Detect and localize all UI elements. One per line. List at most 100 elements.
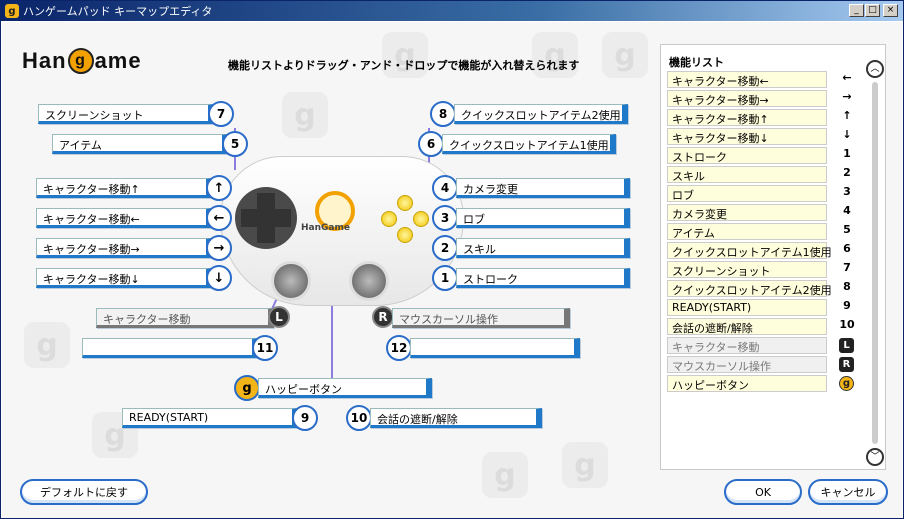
list-item-label: クイックスロットアイテム2使用 xyxy=(667,280,832,297)
list-item[interactable]: キャラクター移動←← xyxy=(667,71,867,88)
slot-move-left[interactable]: キャラクター移動← xyxy=(36,208,212,228)
slot-right-stick[interactable]: マウスカーソル操作 xyxy=(392,308,570,328)
list-item-label: ストローク xyxy=(667,147,827,164)
list-item[interactable]: スキル 2 xyxy=(667,166,867,183)
arrow-up-icon: ↑ xyxy=(206,175,232,201)
scroll-up-button[interactable]: ︿ xyxy=(866,60,884,78)
list-item[interactable]: キャラクター移動→→ xyxy=(667,90,867,107)
watermark-icon: g xyxy=(602,32,648,78)
slot-happy-button[interactable]: ハッピーボタン xyxy=(258,378,432,398)
list-item-label: スキル xyxy=(667,166,827,183)
window-title: ハンゲームパッド キーマップエディタ xyxy=(23,5,213,18)
gamepad-illustration: HanGame xyxy=(220,156,464,306)
list-item-value: 7 xyxy=(843,261,851,274)
slot-move-up[interactable]: キャラクター移動↑ xyxy=(36,178,212,198)
slot-number-3: 3 xyxy=(432,205,458,231)
list-item-label: キャラクター移動← xyxy=(667,71,827,88)
slot-lob[interactable]: ロブ xyxy=(456,208,630,228)
restore-default-button[interactable]: デフォルトに戻す xyxy=(20,479,148,505)
list-item-label: スクリーンショット xyxy=(667,261,827,278)
title-bar[interactable]: g ハンゲームパッド キーマップエディタ _ □ × xyxy=(1,1,903,21)
l-badge-icon: L xyxy=(839,338,854,353)
slot-move-right[interactable]: キャラクター移動→ xyxy=(36,238,212,258)
r-badge-icon: R xyxy=(372,306,394,328)
list-item[interactable]: マウスカーソル操作 R xyxy=(667,356,867,373)
sidebar-scrollbar[interactable]: ︿ ﹀ xyxy=(866,60,884,466)
happy-g-icon: g xyxy=(234,375,260,401)
slot-12[interactable] xyxy=(410,338,580,358)
arrow-down-icon: ↓ xyxy=(842,128,852,141)
close-button[interactable]: × xyxy=(883,4,898,17)
list-item-label: ハッピーボタン xyxy=(667,375,827,392)
list-item[interactable]: キャラクター移動↓ ↓ xyxy=(667,128,867,145)
list-item-value: 9 xyxy=(843,299,851,312)
happy-g-icon: g xyxy=(839,376,854,391)
slot-ready-start[interactable]: READY(START) xyxy=(122,408,298,428)
cancel-button[interactable]: キャンセル xyxy=(808,479,888,505)
hangame-app-icon: g xyxy=(5,4,19,18)
list-item[interactable]: キャラクター移動↑↑ xyxy=(667,109,867,126)
list-item[interactable]: ロブ 3 xyxy=(667,185,867,202)
face-button-graphic xyxy=(397,227,413,243)
list-item[interactable]: READY(START) 9 xyxy=(667,299,867,316)
slot-quickslot-1[interactable]: クイックスロットアイテム1使用 xyxy=(442,134,616,154)
maximize-button[interactable]: □ xyxy=(865,4,880,17)
face-button-graphic xyxy=(397,195,413,211)
slot-number-8: 8 xyxy=(430,101,456,127)
slot-quickslot-2[interactable]: クイックスロットアイテム2使用 xyxy=(454,104,628,124)
minimize-button[interactable]: _ xyxy=(849,4,864,17)
logo-text-pre: Han xyxy=(22,48,67,73)
list-item-value: 4 xyxy=(843,204,851,217)
list-item-label: ロブ xyxy=(667,185,827,202)
list-item[interactable]: クイックスロットアイテム1使用 6 xyxy=(667,242,867,259)
slot-11[interactable] xyxy=(82,338,258,358)
list-item-label: クイックスロットアイテム1使用 xyxy=(667,242,832,259)
connector-line xyxy=(331,226,333,386)
list-item-value: 5 xyxy=(843,223,851,236)
ok-button[interactable]: OK xyxy=(724,479,802,505)
list-item-label: READY(START) xyxy=(667,299,827,316)
list-item-value: 6 xyxy=(843,242,851,255)
slot-number-9: 9 xyxy=(292,405,318,431)
list-item[interactable]: スクリーンショット 7 xyxy=(667,261,867,278)
slot-item[interactable]: アイテム xyxy=(52,134,228,154)
dpad-graphic xyxy=(235,187,297,249)
slot-move-down[interactable]: キャラクター移動↓ xyxy=(36,268,212,288)
home-button-graphic xyxy=(315,191,355,231)
list-item-value: 3 xyxy=(843,185,851,198)
watermark-icon: g xyxy=(482,452,528,498)
left-stick-graphic xyxy=(271,261,311,301)
slot-camera-change[interactable]: カメラ変更 xyxy=(456,178,630,198)
list-item-label: マウスカーソル操作 xyxy=(667,356,827,373)
list-item-value: 2 xyxy=(843,166,851,179)
r-badge-icon: R xyxy=(839,357,854,372)
list-item[interactable]: ハッピーボタン g xyxy=(667,375,867,392)
logo-text-post: ame xyxy=(94,48,142,73)
list-item-value: 10 xyxy=(839,318,855,331)
arrow-up-icon: ↑ xyxy=(842,109,852,122)
watermark-icon: g xyxy=(382,32,428,78)
right-stick-graphic xyxy=(349,261,389,301)
slot-number-6: 6 xyxy=(418,131,444,157)
watermark-icon: g xyxy=(282,92,328,138)
scroll-down-button[interactable]: ﹀ xyxy=(866,448,884,466)
arrow-left-icon: ← xyxy=(206,205,232,231)
scrollbar-track[interactable] xyxy=(872,82,878,444)
pad-logo-text: HanGame xyxy=(301,223,350,233)
list-item-label: キャラクター移動↓ xyxy=(667,128,827,145)
slot-stroke[interactable]: ストローク xyxy=(456,268,630,288)
slot-screenshot[interactable]: スクリーンショット xyxy=(38,104,214,124)
slot-number-7: 7 xyxy=(208,101,234,127)
slot-skill[interactable]: スキル xyxy=(456,238,630,258)
slot-left-stick[interactable]: キャラクター移動 xyxy=(96,308,274,328)
slot-chat-block[interactable]: 会話の遮断/解除 xyxy=(370,408,542,428)
